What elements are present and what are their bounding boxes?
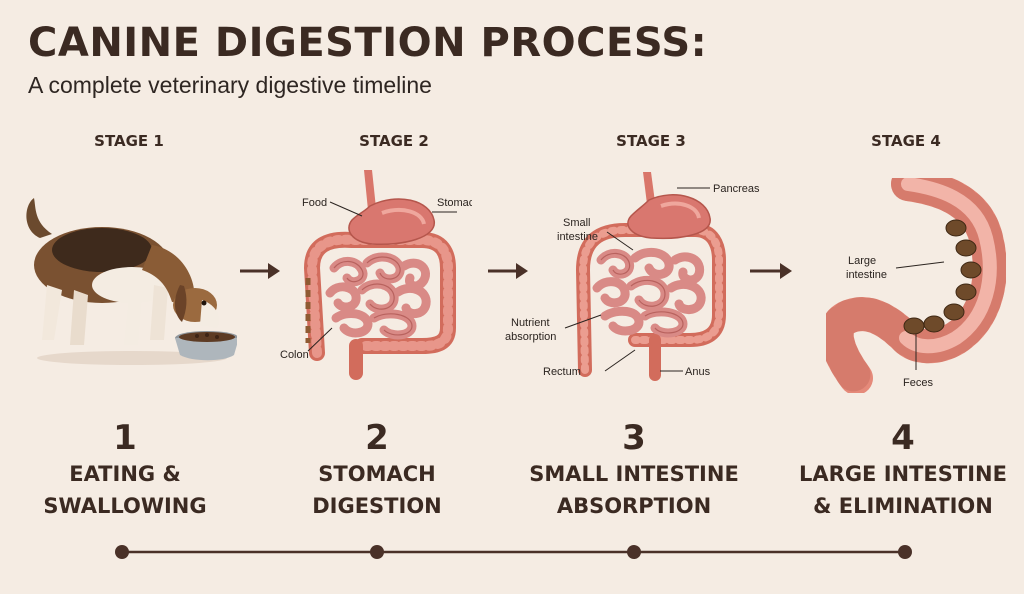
- stage-1-title-line2: SWALLOWING: [43, 494, 207, 518]
- stage-2-number: 2: [365, 418, 389, 458]
- timeline-dot: [370, 545, 384, 559]
- label-food: Food: [302, 197, 327, 209]
- stage-1-title-line1: EATING &: [69, 462, 181, 486]
- stage-3-label: STAGE 3: [616, 132, 686, 150]
- label-large-intestine-line1: Large: [848, 255, 876, 267]
- stage-2-title: STOMACH DIGESTION: [247, 458, 507, 522]
- label-anus: Anus: [685, 366, 711, 378]
- stage-3-title: SMALL INTESTINE ABSORPTION: [504, 458, 764, 522]
- page-subtitle: A complete veterinary digestive timeline: [28, 72, 432, 98]
- stage-4-title-line2: & ELIMINATION: [813, 494, 993, 518]
- stage-1-number: 1: [113, 418, 137, 458]
- stage-2-title-line1: STOMACH: [318, 462, 436, 486]
- arrow-right-icon: [240, 263, 280, 279]
- stage-4-title-line1: LARGE INTESTINE: [799, 462, 1007, 486]
- large-intestine-illustration: Large intestine Feces: [826, 178, 1006, 393]
- stage-3-title-line1: SMALL INTESTINE: [529, 462, 739, 486]
- label-nutrient-line2: absorption: [505, 331, 556, 343]
- stage-4-title: LARGE INTESTINE & ELIMINATION: [773, 458, 1024, 522]
- dog-eating-illustration: [26, 198, 237, 365]
- stage-3-title-line2: ABSORPTION: [556, 494, 712, 518]
- timeline-dot: [115, 545, 129, 559]
- stage-2-title-line2: DIGESTION: [312, 494, 442, 518]
- label-rectum: Rectum: [543, 366, 581, 378]
- arrow-right-icon: [750, 263, 792, 279]
- timeline: [115, 545, 912, 559]
- stomach-digestion-illustration: Food Stomach Colon: [280, 170, 472, 380]
- page-title: CANINE DIGESTION PROCESS:: [28, 20, 708, 66]
- stage-3-number: 3: [622, 418, 646, 458]
- stage-1-label: STAGE 1: [94, 132, 164, 150]
- small-intestine-illustration: Pancreas Small intestine Nutrient absorp…: [505, 172, 760, 381]
- label-large-intestine-line2: intestine: [846, 269, 887, 281]
- stage-2-label: STAGE 2: [359, 132, 429, 150]
- label-feces: Feces: [903, 377, 933, 389]
- label-small-intestine-line1: Small: [563, 217, 591, 229]
- label-stomach: Stomach: [437, 197, 472, 209]
- timeline-dot: [627, 545, 641, 559]
- timeline-dot: [898, 545, 912, 559]
- label-nutrient-line1: Nutrient: [511, 317, 550, 329]
- label-colon: Colon: [280, 349, 309, 361]
- stage-4-number: 4: [891, 418, 915, 458]
- label-pancreas: Pancreas: [713, 183, 760, 195]
- label-small-intestine-line2: intestine: [557, 231, 598, 243]
- stage-4-label: STAGE 4: [871, 132, 941, 150]
- stage-1-title: EATING & SWALLOWING: [0, 458, 255, 522]
- arrow-right-icon: [488, 263, 528, 279]
